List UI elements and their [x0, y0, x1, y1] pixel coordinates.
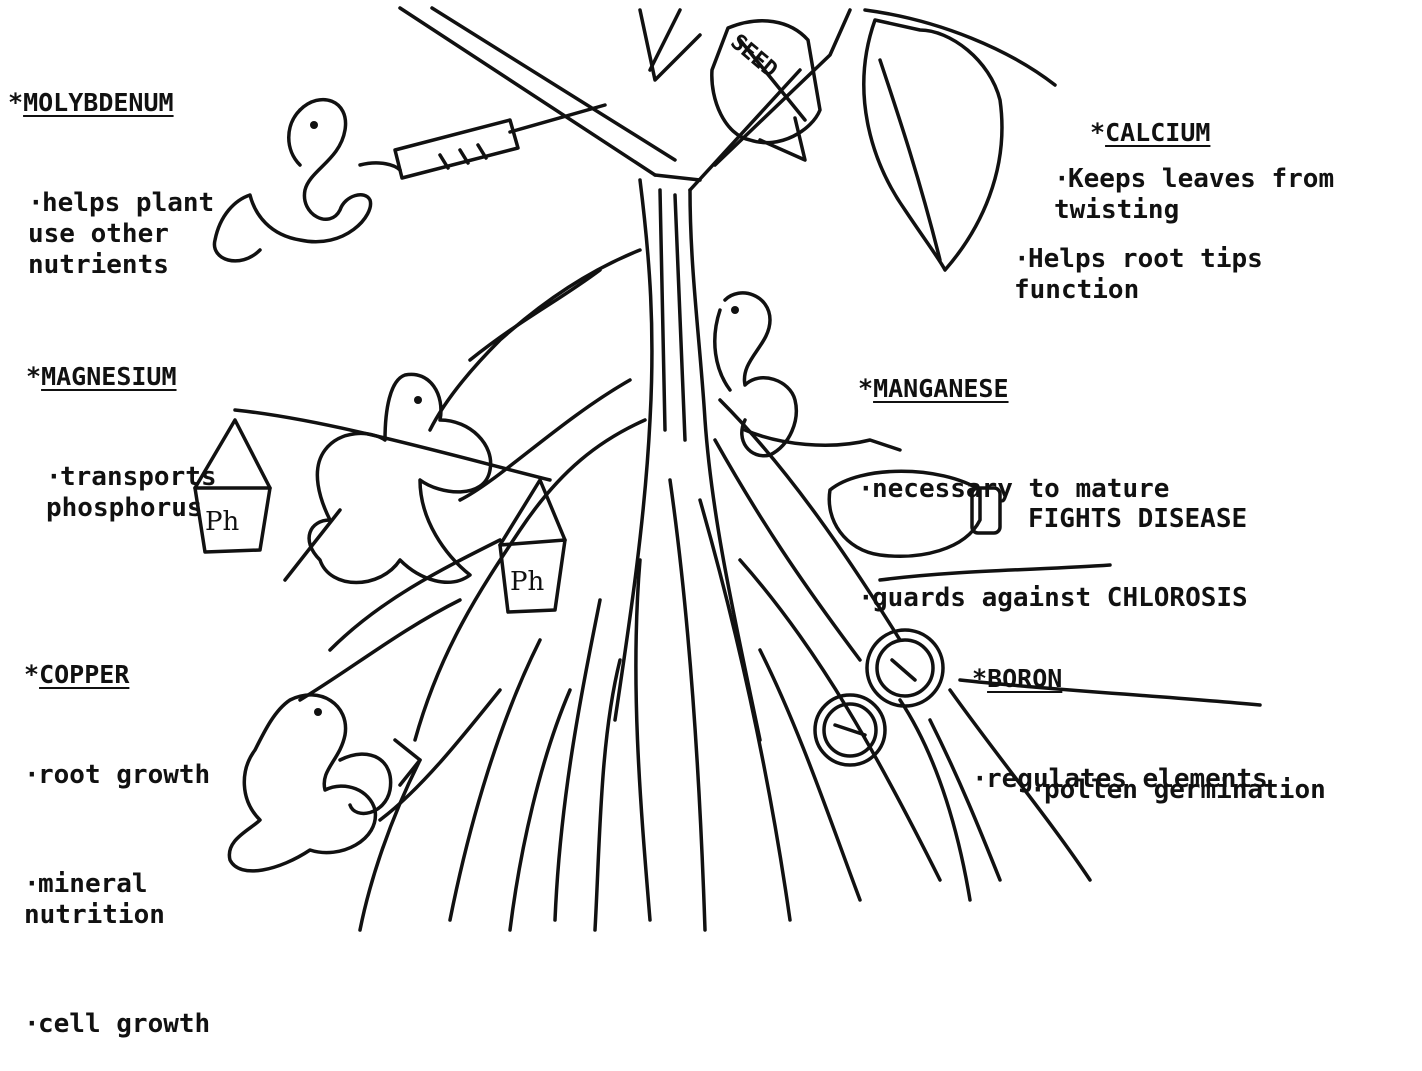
copper-item: ·root growth [24, 760, 210, 791]
molybdenum-heading: *MOLYBDENUM [8, 88, 214, 118]
molybdenum-block: *MOLYBDENUM ·helps plant use other nutri… [8, 26, 214, 312]
creature-eye [731, 306, 739, 314]
creature-eye [414, 396, 422, 404]
molybdenum-creature [214, 100, 370, 261]
manganese-name: MANGANESE [873, 374, 1008, 403]
calcium-item: ·Helps root tips function [1014, 244, 1263, 306]
seed-bag [712, 21, 820, 160]
creature-eye [310, 121, 318, 129]
copper-heading: *COPPER [24, 660, 210, 690]
copper-item: ·cell growth [24, 1009, 210, 1040]
copper-name: COPPER [39, 660, 129, 689]
magnesium-item: ·transports phosphorus [46, 462, 217, 524]
manganese-block: *MANGANESE ·necessary to mature ·guards … [858, 312, 1248, 645]
molybdenum-name: MOLYBDENUM [23, 88, 174, 117]
seed-label: SEED [726, 30, 783, 83]
magnesium-heading: *MAGNESIUM [26, 362, 217, 392]
copper-block: *COPPER ·root growth ·mineral nutrition … [24, 598, 210, 1071]
copper-item: ·mineral nutrition [24, 869, 210, 931]
magnesium-name: MAGNESIUM [41, 362, 176, 391]
molybdenum-item: ·helps plant use other nutrients [28, 188, 214, 281]
bucket-label-right: Ph [510, 567, 544, 597]
boron-heading: *BORON [972, 664, 1268, 694]
syringe [360, 105, 605, 178]
manganese-heading: *MANGANESE [858, 374, 1248, 404]
magnesium-creature [235, 374, 550, 582]
copper-creature [229, 695, 420, 871]
magnesium-block: *MAGNESIUM ·transports phosphorus [26, 300, 217, 555]
boron-items-2: ·pollen germination [1030, 713, 1326, 837]
manganese-item: ·necessary to mature [858, 474, 1248, 505]
creature-eye [314, 708, 322, 716]
boron-name: BORON [987, 664, 1062, 693]
fights-disease-label: FIGHTS DISEASE [1028, 504, 1247, 535]
boron-item: ·pollen germination [1030, 775, 1326, 806]
